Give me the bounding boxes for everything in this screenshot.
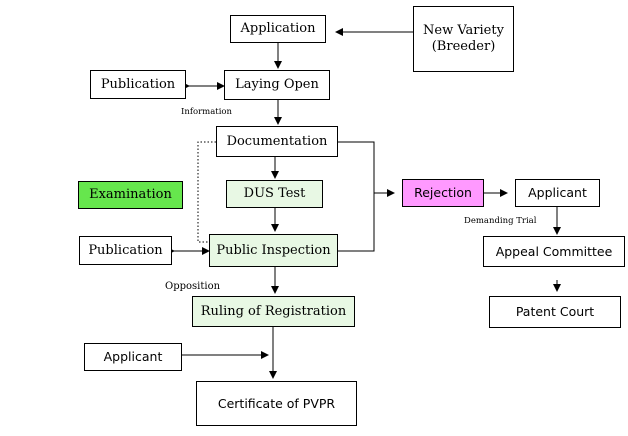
node-publication-top: Publication	[90, 70, 186, 99]
label-opposition: Opposition	[165, 281, 221, 292]
node-rejection: Rejection	[402, 179, 484, 207]
label-information: Information	[181, 107, 233, 117]
node-patent-court: Patent Court	[489, 296, 621, 328]
dotted-documentation-to-inspection	[197, 141, 216, 243]
new-variety-line-1: New Variety	[423, 23, 504, 38]
node-dus-test: DUS Test	[226, 180, 323, 208]
label-demanding-trial: Demanding Trial	[464, 216, 537, 226]
node-certificate: Certificate of PVPR	[196, 381, 357, 426]
node-new-variety: New Variety (Breeder)	[413, 6, 514, 72]
node-applicant-right: Applicant	[515, 179, 600, 207]
node-documentation: Documentation	[216, 126, 338, 157]
new-variety-line-2: (Breeder)	[431, 39, 496, 54]
node-laying-open: Laying Open	[224, 70, 330, 100]
node-appeal-committee: Appeal Committee	[483, 236, 625, 267]
node-applicant-bottom: Applicant	[84, 343, 182, 371]
node-publication-mid: Publication	[79, 236, 172, 265]
bracket-to-rejection	[338, 141, 375, 252]
node-ruling-of-registration: Ruling of Registration	[192, 296, 355, 327]
node-examination: Examination	[78, 181, 183, 209]
node-public-inspection: Public Inspection	[209, 234, 338, 267]
node-application: Application	[230, 15, 326, 43]
